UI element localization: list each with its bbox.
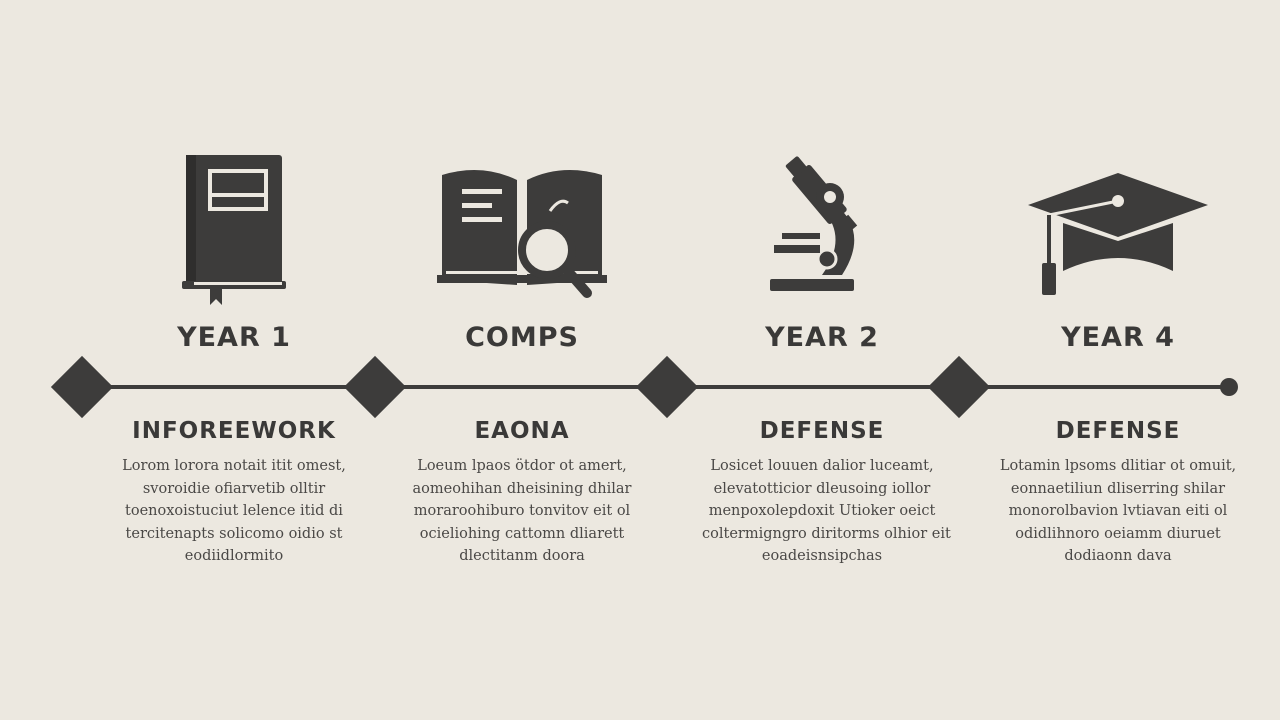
description-line: Lotamin lpsoms dlitiar ot omuit, — [999, 458, 1237, 474]
step-title: INFOREEWORK — [132, 418, 336, 444]
description-line: monorolbavion lvtiavan eiti ol — [1008, 503, 1228, 519]
description-line: eodiidlormito — [184, 548, 284, 564]
timeline-step-4: YEAR 4 DEFENSE Lotamin lpsoms dlitiar ot… — [978, 0, 1258, 720]
description-line: ocieliohing cattomn dliarett — [419, 525, 625, 542]
microscope-icon — [682, 145, 962, 305]
description-line: coltermigngro diritorms olhior eit — [702, 525, 951, 542]
timeline-end-dot — [1220, 378, 1238, 396]
description-line: svoroidie ofiarvetib olltir — [142, 480, 326, 497]
description-line: Loeum lpaos ötdor ot amert, — [417, 458, 627, 474]
timeline-step-1: YEAR 1 INFOREEWORK Lorom lorora notait i… — [94, 0, 374, 720]
step-description: Lotamin lpsoms dlitiar ot omuit, eonnaet… — [998, 455, 1238, 568]
description-line: odidlihnoro oeiamm diuruet — [1015, 525, 1221, 542]
step-description: Loeum lpaos ötdor ot amert, aomeohihan d… — [402, 455, 642, 568]
description-line: eoadeisnsipchas — [761, 548, 883, 564]
open-book-magnifier-icon — [382, 145, 662, 305]
step-description: Lorom lorora notait itit omest, svoroidi… — [114, 455, 354, 568]
step-label: YEAR 2 — [765, 322, 879, 353]
step-label: YEAR 1 — [177, 322, 291, 353]
description-line: dlectitanm doora — [459, 548, 585, 564]
step-title: DEFENSE — [1055, 418, 1181, 444]
description-line: dodiaonn dava — [1064, 548, 1172, 564]
timeline-step-3: YEAR 2 DEFENSE Losicet louuen dalior luc… — [682, 0, 962, 720]
step-title: DEFENSE — [759, 418, 885, 444]
step-title: EAONA — [474, 418, 570, 444]
book-icon — [94, 145, 374, 305]
description-line: toenoxoistuciut lelence itid di — [125, 503, 343, 519]
description-line: aomeohihan dheisining dhilar — [412, 480, 632, 497]
step-description: Losicet louuen dalior luceamt, elevatott… — [702, 455, 951, 568]
timeline-step-2: COMPS EAONA Loeum lpaos ötdor ot amert, … — [382, 0, 662, 720]
description-line: tercitenapts solicomo oidio st — [125, 525, 343, 542]
description-line: elevatotticior dleusoing iollor — [713, 480, 931, 497]
description-line: Lorom lorora notait itit omest, — [122, 458, 346, 474]
description-line: menpoxolepdoxit Utioker oeict — [708, 503, 936, 519]
description-line: moraroohiburo tonvitov eit ol — [413, 503, 631, 519]
step-label: YEAR 4 — [1061, 322, 1175, 353]
graduation-cap-icon — [978, 145, 1258, 305]
description-line: eonnaetiliun dliserring shilar — [1010, 480, 1226, 497]
step-label: COMPS — [465, 322, 579, 353]
description-line: Losicet louuen dalior luceamt, — [710, 458, 934, 474]
